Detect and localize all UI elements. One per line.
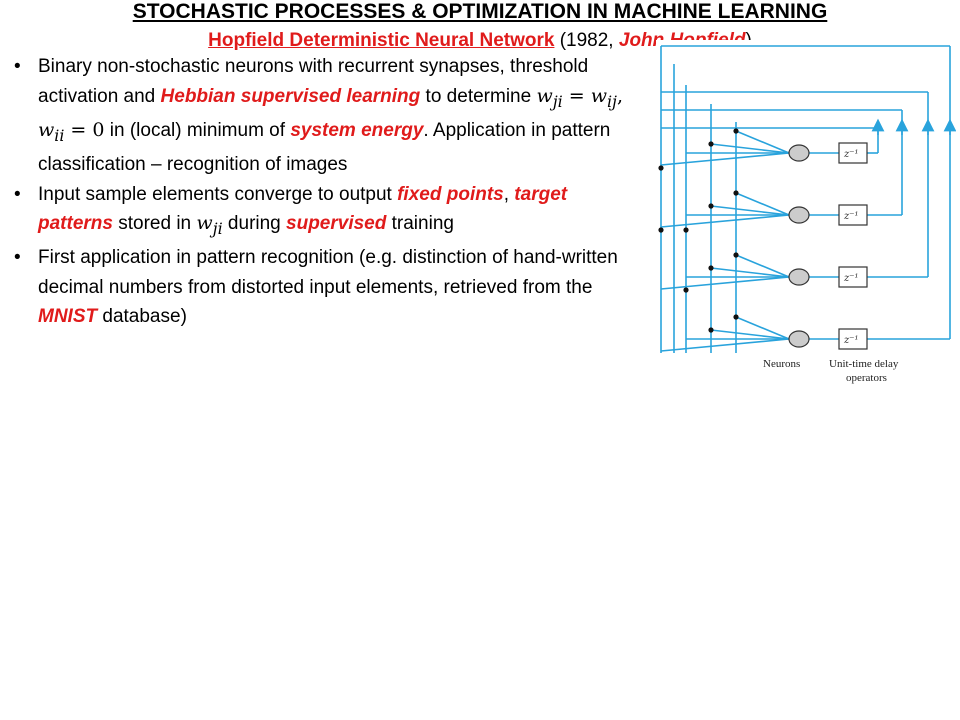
caption-delay-line1: Unit-time delay: [829, 358, 899, 370]
bullet-text: . Application in pattern classification …: [38, 119, 611, 176]
wire: [735, 316, 790, 340]
junction-dot: [708, 327, 714, 333]
bullet-highlight: supervised: [286, 213, 387, 235]
bullet-text: stored in: [112, 213, 197, 235]
bullet-highlight: Hebbian supervised learning: [160, 85, 421, 107]
delay-label: z⁻¹: [843, 149, 859, 160]
wire: [710, 267, 790, 278]
neuron-node: [788, 144, 810, 162]
bullet-text: during: [222, 213, 287, 235]
bullet-text: First application in pattern recognition…: [38, 247, 618, 298]
wire: [735, 254, 790, 278]
delay-box: [838, 328, 868, 350]
neurons-group: [788, 144, 810, 348]
wire: [710, 143, 790, 154]
wire: [660, 276, 790, 290]
junction-dot: [733, 190, 739, 196]
wire: [735, 130, 790, 154]
junction-dot: [733, 252, 739, 258]
bullet-highlight: target patterns: [38, 183, 568, 235]
neuron-node: [788, 268, 810, 286]
delay-label: z⁻¹: [843, 211, 859, 222]
hopfield-network-diagram: z⁻¹ z⁻¹ z⁻¹ z⁻¹ Neurons Unit-time delay ope…: [656, 40, 956, 385]
bullet-text: ,: [503, 183, 515, 205]
wire: [660, 152, 790, 166]
bullet-text: Binary non-stochastic neurons with recur…: [38, 56, 589, 107]
math-subscript: ij: [606, 91, 617, 111]
neuron-node: [788, 330, 810, 348]
math-operator: ,: [616, 84, 623, 107]
delays-group: z⁻¹ z⁻¹ z⁻¹ z⁻¹: [838, 142, 868, 350]
wire: [735, 192, 790, 216]
bullet-dot: •: [14, 56, 21, 77]
junction-dot: [733, 128, 739, 134]
bullet-text: database): [97, 306, 187, 328]
math-subscript: ji: [552, 91, 563, 111]
bullet-item: • Binary non-stochastic neurons with rec…: [14, 52, 634, 180]
bullet-item: • First application in pattern recogniti…: [14, 243, 634, 332]
delay-box: [838, 266, 868, 288]
delay-box: [838, 142, 868, 164]
junction-dot: [708, 265, 714, 271]
delay-box: [838, 204, 868, 226]
wires-group: [658, 45, 956, 353]
math-symbol: w: [536, 84, 553, 107]
math-expression: wji = wij, wii = 0: [38, 84, 623, 145]
caption-neurons: Neurons: [763, 358, 800, 370]
math-subscript: ji: [212, 218, 223, 238]
math-symbol: w: [38, 118, 55, 141]
math-subscript: ii: [54, 125, 65, 145]
math-expression: wji: [196, 212, 222, 238]
junction-dot: [733, 314, 739, 320]
junction-dot: [683, 227, 689, 233]
wire: [710, 205, 790, 216]
bullet-text: Input sample elements converge to output: [38, 183, 398, 205]
bullet-item: • Input sample elements converge to outp…: [14, 180, 634, 244]
neuron-node: [788, 206, 810, 224]
bullet-highlight: system energy: [290, 119, 424, 141]
math-operator: = 0: [64, 118, 105, 141]
network-svg: z⁻¹ z⁻¹ z⁻¹ z⁻¹ Neurons Unit-time delay ope…: [658, 45, 956, 384]
slide-title: STOCHASTIC PROCESSES & OPTIMIZATION IN M…: [132, 0, 828, 23]
math-operator: =: [562, 84, 591, 107]
subtitle-year: (1982,: [554, 30, 619, 51]
wire: [660, 214, 790, 228]
network-name: Hopfield Deterministic Neural Network: [208, 30, 555, 51]
junction-dot: [658, 227, 664, 233]
junction-dot: [683, 287, 689, 293]
wire: [710, 329, 790, 340]
bullet-text: in (local) minimum of: [104, 119, 291, 141]
wire: [660, 338, 790, 352]
math-symbol: w: [590, 84, 607, 107]
bullet-text: to determine: [420, 85, 537, 107]
bullet-highlight: MNIST: [38, 306, 98, 328]
bullet-text: training: [386, 213, 454, 235]
bullet-highlight: fixed points: [397, 183, 504, 205]
delay-label: z⁻¹: [843, 335, 859, 346]
bullet-dot: •: [14, 247, 21, 269]
junction-dot: [658, 165, 664, 171]
caption-delay-line2: operators: [846, 372, 887, 384]
math-symbol: w: [196, 212, 213, 235]
junction-dot: [708, 141, 714, 147]
bullet-list: • Binary non-stochastic neurons with rec…: [14, 52, 634, 332]
bullet-dot: •: [14, 183, 21, 205]
junction-dot: [708, 203, 714, 209]
delay-label: z⁻¹: [843, 273, 859, 284]
